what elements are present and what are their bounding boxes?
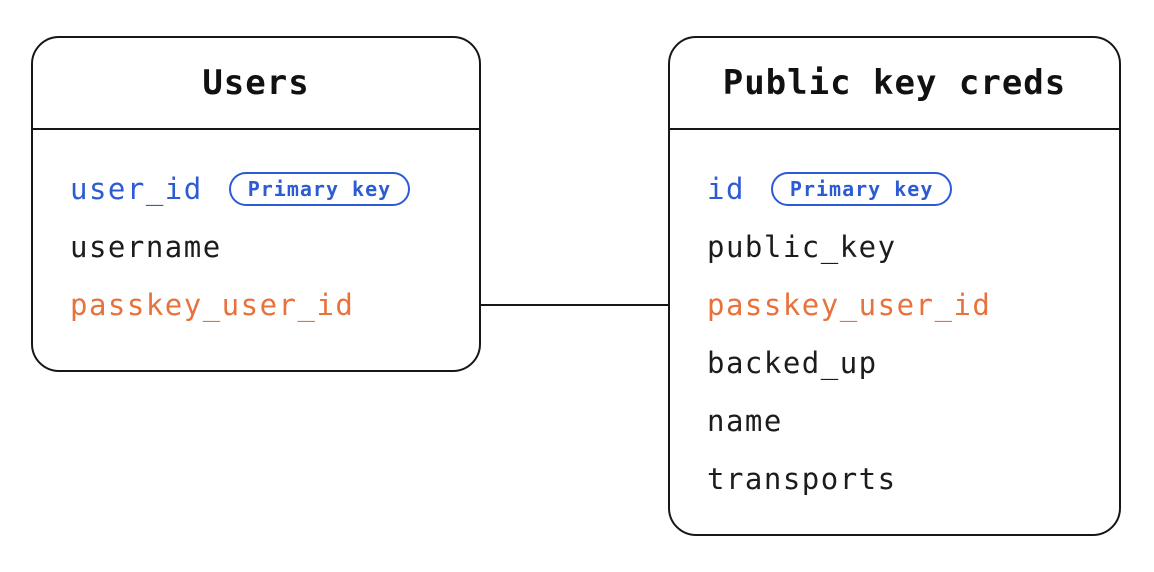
field-name: passkey_user_id [707, 288, 992, 322]
field-row: transports [707, 450, 1101, 508]
field-row: id Primary key [707, 160, 1101, 218]
field-row: passkey_user_id [707, 276, 1101, 334]
table-public-key-creds-header: Public key creds [670, 38, 1119, 130]
field-row: public_key [707, 218, 1101, 276]
field-name: id [707, 172, 745, 206]
field-row: user_id Primary key [70, 160, 461, 218]
field-row: backed_up [707, 334, 1101, 392]
table-public-key-creds[interactable]: Public key creds id Primary key public_key… [668, 36, 1121, 536]
relationship-connector [478, 304, 670, 306]
field-name: backed_up [707, 346, 878, 380]
table-public-key-creds-title: Public key creds [722, 63, 1067, 103]
table-users-header: Users [33, 38, 479, 130]
field-name: transports [707, 462, 897, 496]
primary-key-badge: Primary key [770, 172, 953, 206]
field-name: passkey_user_id [70, 288, 355, 322]
field-name: username [70, 230, 222, 264]
field-row: name [707, 392, 1101, 450]
field-name: user_id [70, 172, 203, 206]
field-row: passkey_user_id [70, 276, 461, 334]
table-users-title: Users [202, 63, 310, 103]
primary-key-badge: Primary key [228, 172, 411, 206]
field-name: public_key [707, 230, 897, 264]
field-name: name [707, 404, 783, 438]
field-row: username [70, 218, 461, 276]
